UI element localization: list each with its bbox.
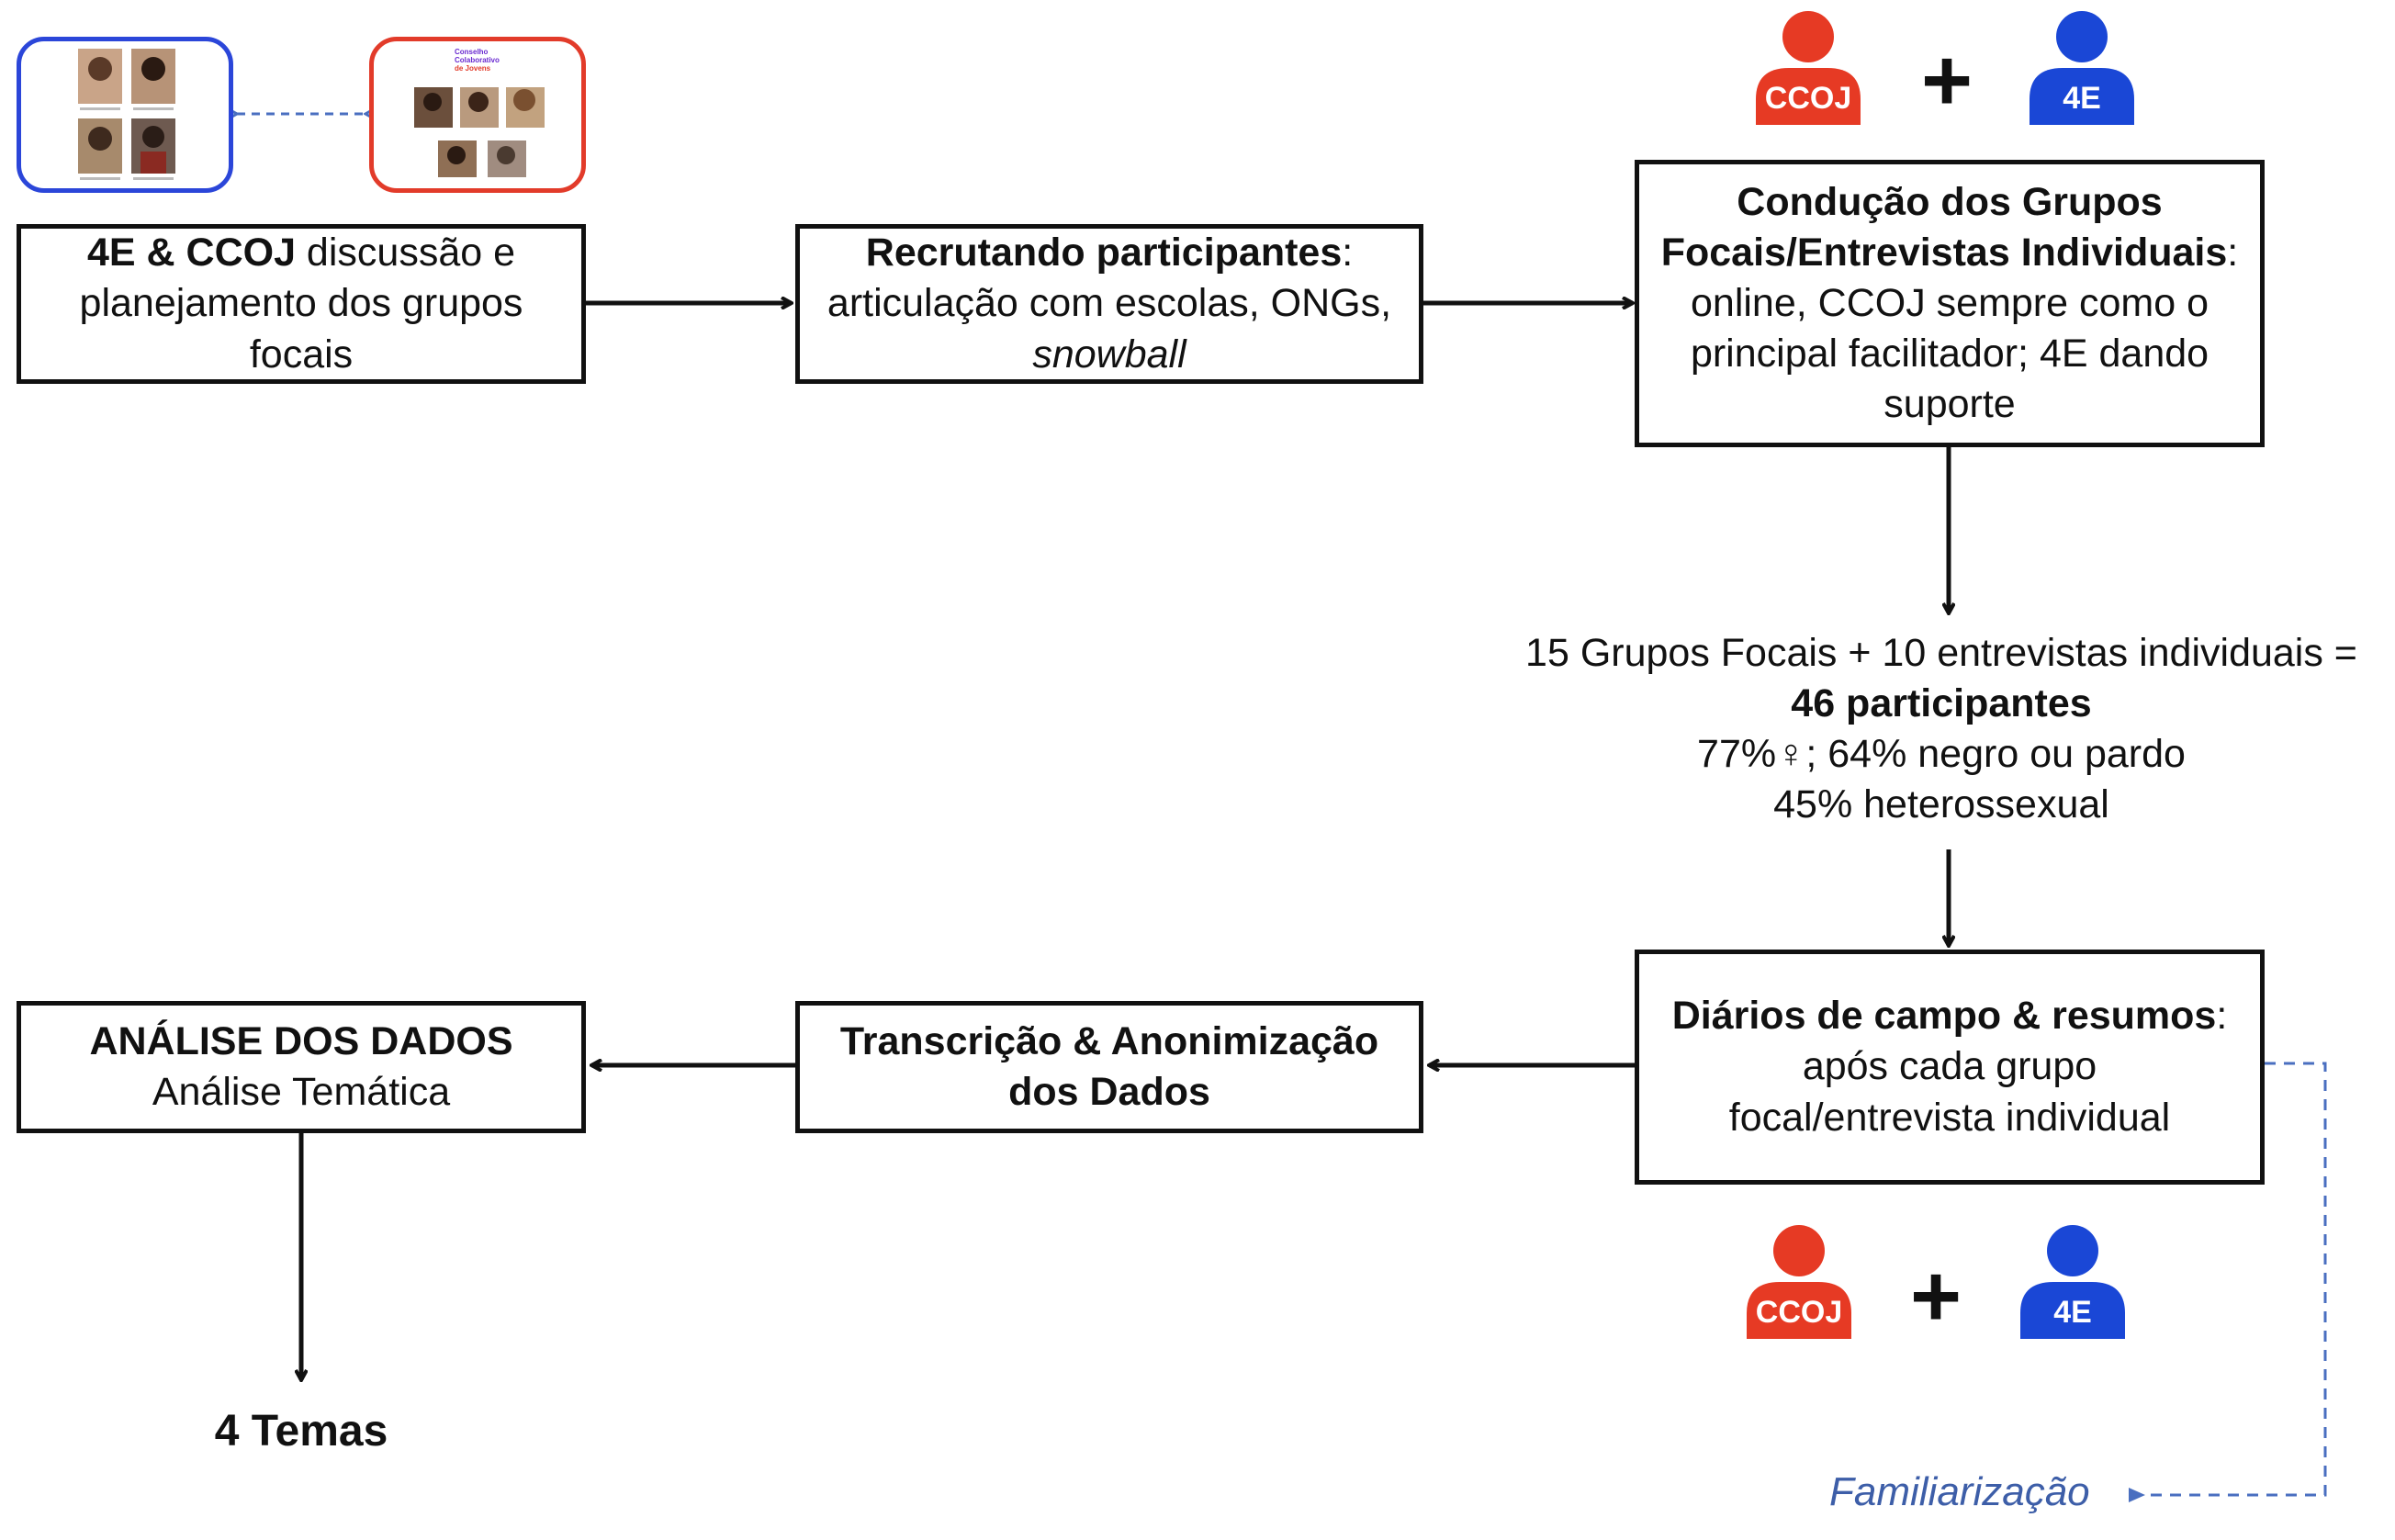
team-4e-thumbnail	[17, 37, 233, 193]
plus-icon-bottom: +	[1910, 1247, 1962, 1345]
conduction-step-box: Condução dos Grupos Focais/Entrevistas I…	[1635, 160, 2265, 447]
photo-grid-image	[78, 49, 175, 180]
ccoj-person-label: CCOJ	[1764, 81, 1852, 116]
transcription-step-box: Transcrição & Anonimização dos Dados	[795, 1001, 1423, 1133]
ccoj-person-icon-bottom: CCOJ	[1743, 1223, 1855, 1343]
4e-person-icon: 4E	[2026, 9, 2138, 129]
recruiting-step-box: Recrutando participantes: articulação co…	[795, 224, 1423, 384]
familiarization-label: Familiarização	[1829, 1469, 2090, 1514]
ccoj-person-label-bottom: CCOJ	[1755, 1295, 1843, 1330]
4e-person-icon-bottom: 4E	[2017, 1223, 2129, 1343]
planning-step-box: 4E & CCOJ discussão e planejamento dos g…	[17, 224, 586, 384]
ccoj-council-thumbnail: Conselho Colaborativo de Jovens	[369, 37, 586, 193]
participants-summary: 15 Grupos Focais + 10 entrevistas indivi…	[1525, 631, 2357, 827]
themes-result: 4 Temas	[214, 1407, 388, 1456]
analysis-step-box: ANÁLISE DOS DADOS Análise Temática	[17, 1001, 586, 1133]
council-photo-grid-image	[414, 87, 545, 177]
diaries-step-box: Diários de campo & resumos: após cada gr…	[1635, 950, 2265, 1185]
4e-person-label: 4E	[2063, 81, 2101, 116]
ccoj-person-icon: CCOJ	[1752, 9, 1864, 129]
council-title: Conselho Colaborativo de Jovens	[455, 48, 500, 73]
dashed-familiarization-connector	[2129, 1062, 2327, 1502]
plus-icon: +	[1921, 31, 1973, 129]
4e-person-label-bottom: 4E	[2053, 1295, 2092, 1330]
